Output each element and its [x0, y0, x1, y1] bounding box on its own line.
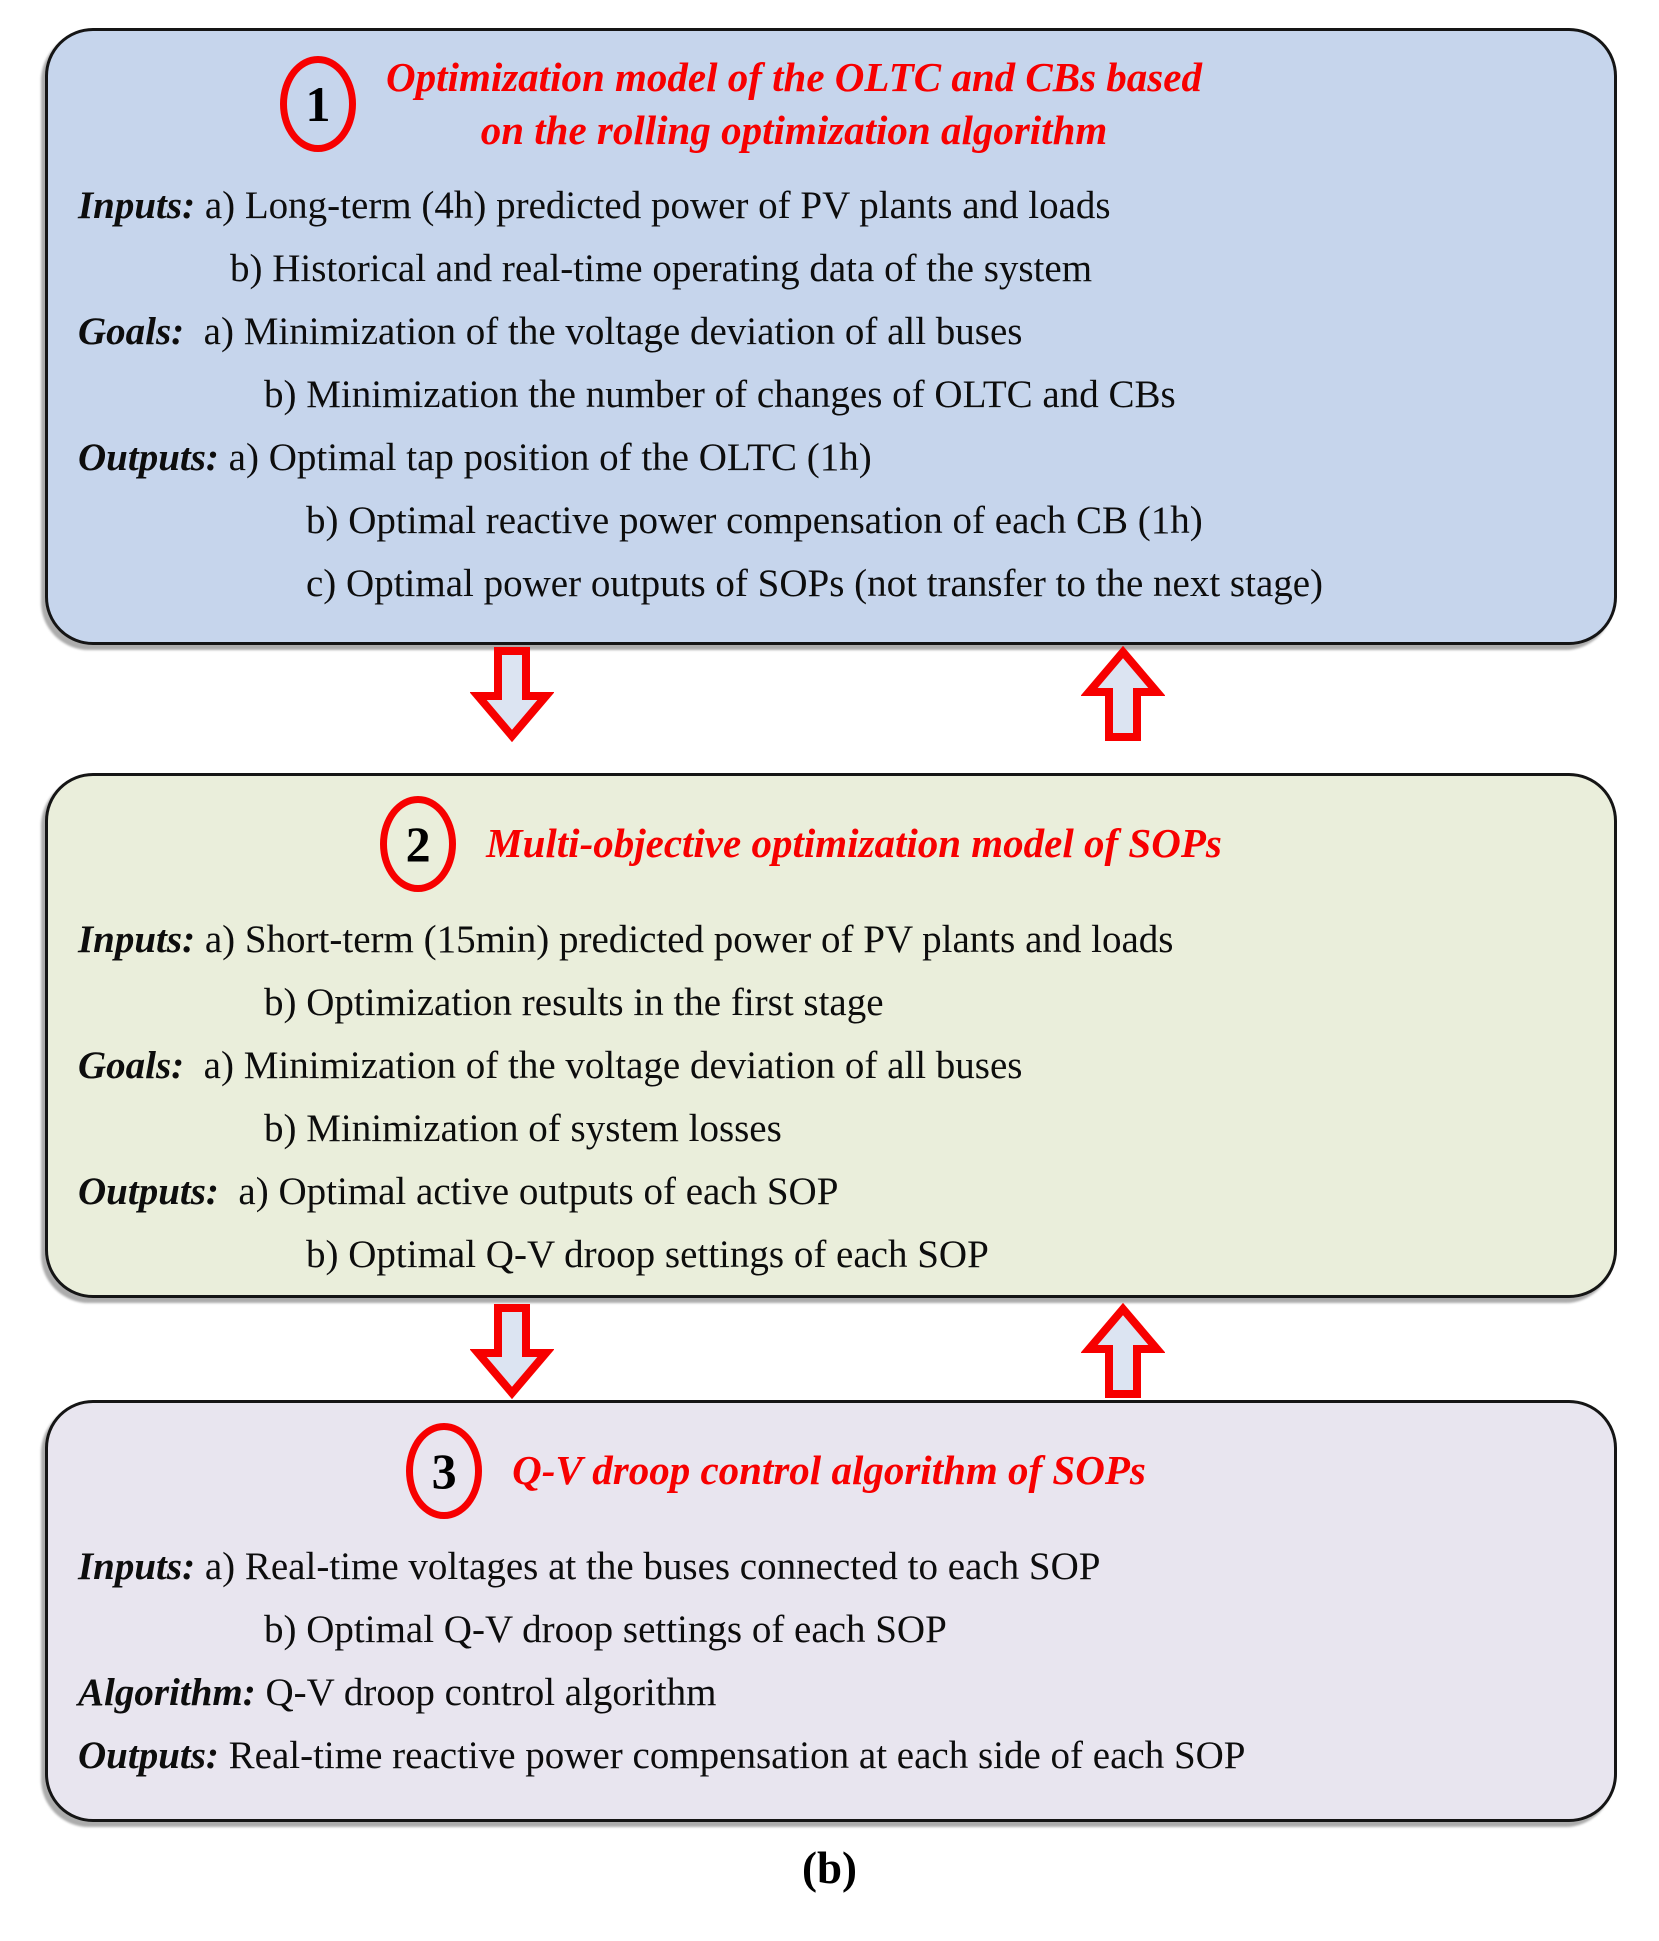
stage3-line-inputs-a: Inputs: a) Real-time voltages at the bus…	[78, 1535, 1604, 1598]
stage3-line-algorithm: Algorithm: Q-V droop control algorithm	[78, 1661, 1604, 1724]
stage1-line-outputs-c: c) Optimal power outputs of SOPs (not tr…	[306, 552, 1604, 615]
stage3-body: Inputs: a) Real-time voltages at the bus…	[48, 1519, 1614, 1787]
stage1-line-inputs-a: Inputs: a) Long-term (4h) predicted powe…	[78, 174, 1604, 237]
stage3-line-inputs-b: b) Optimal Q-V droop settings of each SO…	[264, 1598, 1604, 1661]
down-arrow-icon	[470, 647, 554, 742]
stage1-number: 1	[305, 76, 331, 133]
stage1-title-line2: on the rolling optimization algorithm	[480, 107, 1108, 154]
line-text: b) Minimization of system losses	[264, 1107, 782, 1150]
outputs-label: Outputs:	[78, 1170, 219, 1213]
stage1-title-row: 1 Optimization model of the OLTC and CBs…	[0, 31, 1524, 158]
stage3-number-badge: 3	[406, 1423, 483, 1519]
line-text: a) Real-time voltages at the buses conne…	[195, 1545, 1101, 1588]
line-text: a) Short-term (15min) predicted power of…	[195, 918, 1174, 961]
stage2-title-row: 2 Multi-objective optimization model of …	[18, 776, 1584, 892]
stage2-line-goals-b: b) Minimization of system losses	[264, 1097, 1604, 1160]
line-text: b) Optimal reactive power compensation o…	[306, 498, 1203, 542]
inputs-label: Inputs:	[78, 183, 196, 227]
outputs-label: Outputs:	[78, 1734, 219, 1777]
stage2-title: Multi-objective optimization model of SO…	[486, 817, 1222, 870]
stage1-line-outputs-b: b) Optimal reactive power compensation o…	[306, 489, 1604, 552]
stage1-number-badge: 1	[280, 56, 357, 153]
stage3-line-outputs: Outputs: Real-time reactive power compen…	[78, 1724, 1604, 1787]
stage1-title: Optimization model of the OLTC and CBs b…	[386, 51, 1202, 158]
stage3-title-row: 3 Q-V droop control algorithm of SOPs	[0, 1403, 1559, 1519]
line-text: b) Optimal Q-V droop settings of each SO…	[306, 1233, 989, 1276]
stage2-number-badge: 2	[380, 796, 457, 892]
goals-label: Goals:	[78, 309, 185, 353]
line-text: b) Optimization results in the first sta…	[264, 981, 884, 1024]
stage2-body: Inputs: a) Short-term (15min) predicted …	[48, 892, 1614, 1286]
goals-label: Goals:	[78, 1044, 185, 1087]
stage1-line-goals-b: b) Minimization the number of changes of…	[264, 363, 1604, 426]
inputs-label: Inputs:	[78, 1545, 196, 1588]
stage3-box: 3 Q-V droop control algorithm of SOPs In…	[45, 1400, 1617, 1822]
up-arrow-icon	[1081, 646, 1165, 741]
stage1-box: 1 Optimization model of the OLTC and CBs…	[45, 28, 1617, 645]
line-text: a) Optimal tap position of the OLTC (1h)	[218, 435, 872, 479]
down-arrow-icon	[470, 1304, 554, 1399]
line-text: Q-V droop control algorithm	[255, 1671, 717, 1714]
line-text: c) Optimal power outputs of SOPs (not tr…	[306, 561, 1324, 605]
up-arrow-icon	[1081, 1303, 1165, 1398]
stage3-title-line1: Q-V droop control algorithm of SOPs	[512, 1447, 1146, 1494]
stage2-line-inputs-b: b) Optimization results in the first sta…	[264, 971, 1604, 1034]
stage3-number: 3	[431, 1443, 457, 1499]
line-text: Real-time reactive power compensation at…	[218, 1734, 1246, 1777]
line-text: a) Minimization of the voltage deviation…	[184, 309, 1023, 353]
stage1-line-inputs-b: b) Historical and real-time operating da…	[230, 237, 1604, 300]
stage2-line-goals-a: Goals: a) Minimization of the voltage de…	[78, 1034, 1604, 1097]
stage2-number: 2	[405, 816, 431, 872]
inputs-label: Inputs:	[78, 918, 196, 961]
stage2-line-outputs-b: b) Optimal Q-V droop settings of each SO…	[306, 1223, 1604, 1286]
outputs-label: Outputs:	[78, 435, 219, 479]
line-text: a) Optimal active outputs of each SOP	[218, 1170, 839, 1213]
line-text: a) Minimization of the voltage deviation…	[184, 1044, 1023, 1087]
stage2-title-line1: Multi-objective optimization model of SO…	[486, 820, 1222, 867]
stage2-box: 2 Multi-objective optimization model of …	[45, 773, 1617, 1298]
line-text: b) Historical and real-time operating da…	[230, 246, 1093, 290]
figure-caption: (b)	[802, 1843, 857, 1893]
stage1-body: Inputs: a) Long-term (4h) predicted powe…	[48, 158, 1614, 615]
stage1-title-line1: Optimization model of the OLTC and CBs b…	[386, 54, 1202, 100]
algorithm-label: Algorithm:	[78, 1671, 256, 1714]
stage2-line-inputs-a: Inputs: a) Short-term (15min) predicted …	[78, 908, 1604, 971]
stage1-line-goals-a: Goals: a) Minimization of the voltage de…	[78, 300, 1604, 363]
stage2-line-outputs-a: Outputs: a) Optimal active outputs of ea…	[78, 1160, 1604, 1223]
line-text: b) Optimal Q-V droop settings of each SO…	[264, 1608, 947, 1651]
stage3-title: Q-V droop control algorithm of SOPs	[512, 1444, 1146, 1497]
stage1-line-outputs-a: Outputs: a) Optimal tap position of the …	[78, 426, 1604, 489]
line-text: a) Long-term (4h) predicted power of PV …	[195, 183, 1111, 227]
line-text: b) Minimization the number of changes of…	[264, 372, 1176, 416]
